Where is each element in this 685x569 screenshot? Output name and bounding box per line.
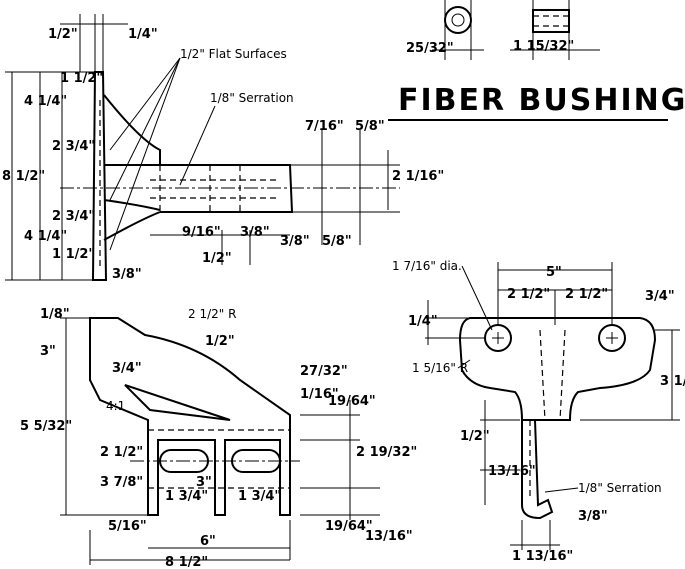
dim-r-4: 3/4" [645, 289, 675, 304]
bushing-dia-label: 25/32" [406, 41, 454, 56]
dim-ll-8: 19/64" [328, 394, 376, 409]
right-view [425, 262, 680, 550]
leader-serration-right [544, 487, 579, 493]
dim-ll-13: 1 3/4" [165, 489, 208, 504]
leader-hole-dia [461, 265, 493, 331]
dim-ll-1: 1/8" [40, 307, 70, 322]
dim-ll-5: 1/2" [205, 334, 235, 349]
dim-left-4: 2 3/4" [52, 209, 95, 224]
leader-serration-top [179, 105, 216, 186]
dim-r-10: 1 13/16" [512, 549, 573, 564]
top-side-view [5, 14, 400, 281]
dim-center-2: 5/8" [355, 119, 385, 134]
dim-r-5: 1/4" [408, 314, 438, 329]
dim-center-3: 2 1/16" [392, 169, 444, 184]
dim-center-7: 3/8" [280, 234, 310, 249]
bushing-side-view [510, 0, 600, 60]
note-serration-top: 1/8" Serration [210, 91, 294, 105]
dim-ll-19: 13/16" [365, 529, 413, 544]
dim-center-8: 5/8" [322, 234, 352, 249]
leader-flat-2 [109, 57, 181, 201]
dim-ll-12: 3" [196, 475, 212, 490]
dim-ll-11: 3 7/8" [100, 475, 143, 490]
dim-top-left-1: 1/2" [48, 27, 78, 42]
dim-r-7: 1/2" [460, 429, 490, 444]
dim-ll-18: 19/64" [325, 519, 373, 534]
leader-radius-small [457, 359, 471, 369]
dim-ll-14: 1 3/4" [238, 489, 281, 504]
dim-center-1: 7/16" [305, 119, 344, 134]
note-radius-small: 1 5/16" R [412, 361, 468, 375]
dim-r-2: 2 1/2" [507, 287, 550, 302]
dim-r-1: 5" [546, 265, 562, 280]
dim-r-3: 2 1/2" [565, 287, 608, 302]
note-serration-right: 1/8" Serration [578, 481, 662, 495]
dim-center-4: 9/16" [182, 225, 221, 240]
dim-r-6: 3 1/4" [660, 374, 685, 389]
leader-flat-3 [109, 57, 181, 251]
note-flat-surfaces: 1/2" Flat Surfaces [180, 47, 287, 61]
dim-center-6: 1/2" [202, 251, 232, 266]
dim-ll-4: 3/4" [112, 361, 142, 376]
dim-top-left-2: 1/4" [128, 27, 158, 42]
note-hole-dia: 1 7/16" dia. [392, 259, 462, 273]
dim-left-3: 2 3/4" [52, 139, 95, 154]
dim-center-5: 3/8" [240, 225, 270, 240]
note-radius-large: 2 1/2" R [188, 307, 236, 321]
dim-r-8: 13/16" [488, 464, 536, 479]
dim-left-7: 3/8" [112, 267, 142, 282]
bushing-end-view [432, 0, 484, 60]
dim-ll-2: 3" [40, 344, 56, 359]
dim-r-9: 3/8" [578, 509, 608, 524]
front-view [60, 317, 380, 565]
dim-ll-9: 2 19/32" [356, 445, 417, 460]
dim-ll-16: 6" [200, 534, 216, 549]
drawing-title: FIBER BUSHING [398, 83, 685, 118]
dim-left-5: 4 1/4" [24, 229, 67, 244]
dim-ll-15: 5/16" [108, 519, 147, 534]
dim-ll-7: 27/32" [300, 364, 348, 379]
dim-left-2: 4 1/4" [24, 94, 67, 109]
dim-ll-17: 8 1/2" [165, 555, 208, 569]
dim-left-1: 1 1/2" [60, 71, 103, 86]
bushing-length-label: 1 15/32" [513, 39, 574, 54]
dim-ll-3: 5 5/32" [20, 419, 72, 434]
dim-left-6: 1 1/2" [52, 247, 95, 262]
dim-ll-6: 1/16" [300, 387, 339, 402]
leader-flat-1 [109, 57, 181, 151]
dim-left-total: 8 1/2" [2, 169, 45, 184]
note-ratio: 4:1 [106, 399, 125, 413]
dim-ll-10: 2 1/2" [100, 445, 143, 460]
